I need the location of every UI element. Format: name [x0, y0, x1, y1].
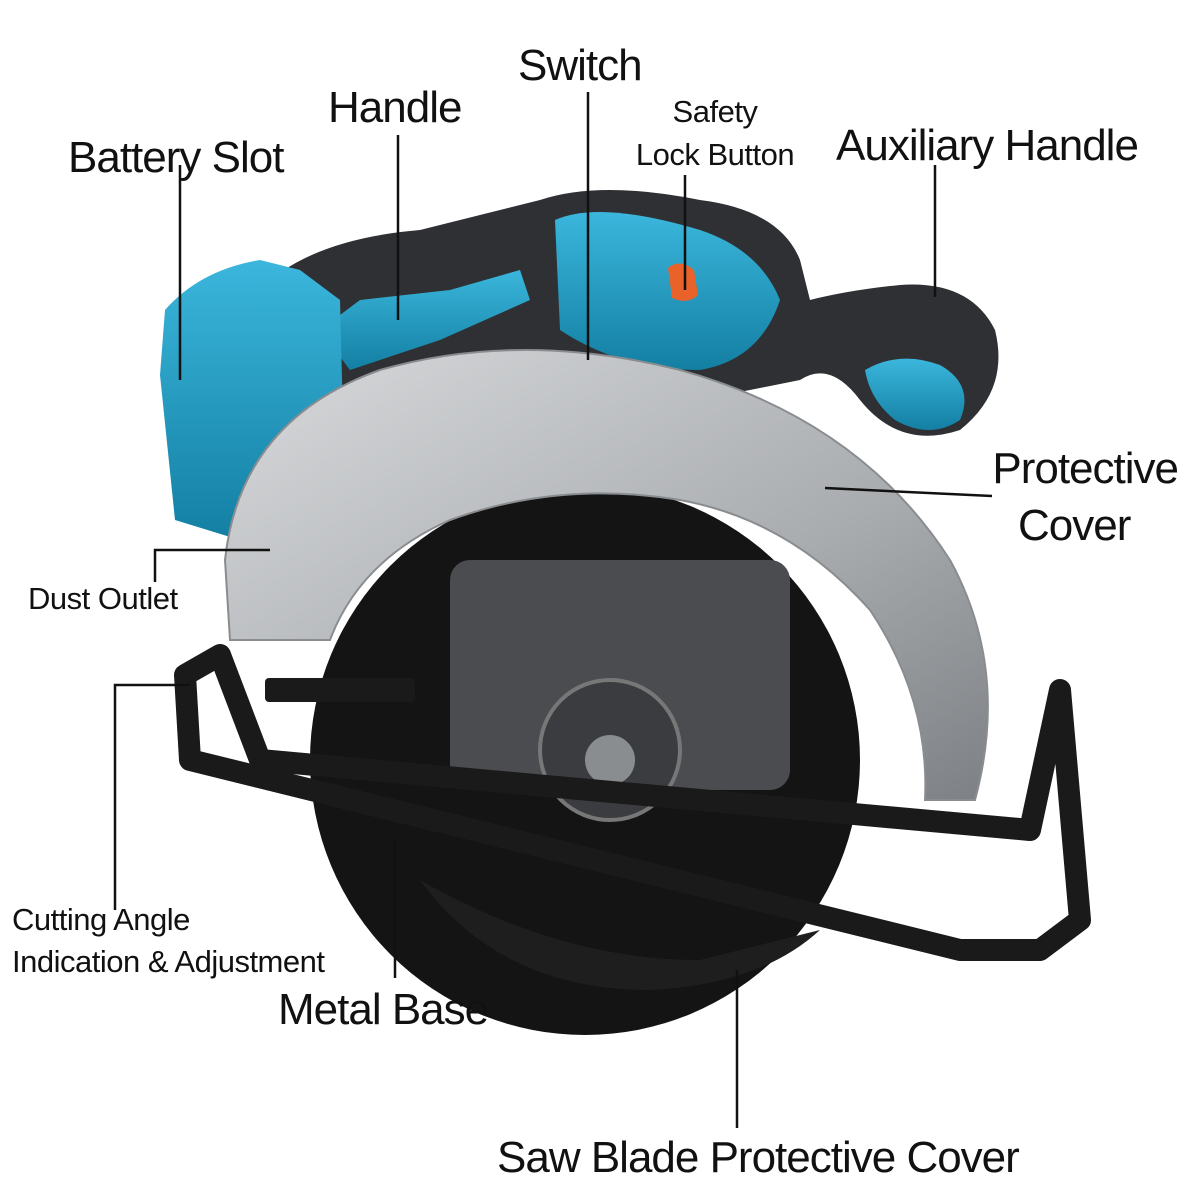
switch-housing [555, 212, 780, 370]
label-cutting-angle-line2: Indication & Adjustment [12, 944, 325, 979]
cutting-angle-leader [113, 683, 190, 910]
label-saw-blade-cover: Saw Blade Protective Cover [497, 1133, 1020, 1182]
safety-lock-button [668, 263, 698, 301]
label-auxiliary-handle: Auxiliary Handle [836, 121, 1139, 170]
label-safety-lock-line2: Lock Button [635, 137, 795, 172]
label-safety-lock-line1: Safety [672, 94, 758, 129]
protective-cover-leader [824, 486, 993, 498]
motor-housing [450, 560, 790, 790]
leader-lines [113, 92, 993, 1128]
dust-outlet-leader [153, 548, 270, 582]
metal-base-shape [174, 644, 1091, 961]
label-dust-outlet: Dust Outlet [28, 581, 178, 616]
handle-blue-insert [320, 270, 530, 370]
auxiliary-handle-grip [865, 358, 965, 430]
label-protective-cover-line1: Protective [992, 444, 1179, 493]
label-protective-cover-line2: Cover [1018, 501, 1131, 550]
protective-cover-shape [223, 349, 989, 801]
label-battery-slot: Battery Slot [68, 133, 284, 182]
base-lever [265, 678, 415, 702]
label-metal-base: Metal Base [278, 985, 489, 1034]
arbor-bolt [585, 735, 635, 785]
saw-blade-cover-shape [420, 880, 820, 990]
label-cutting-angle-line1: Cutting Angle [12, 902, 190, 937]
label-switch: Switch [518, 41, 643, 90]
label-handle: Handle [328, 83, 462, 132]
